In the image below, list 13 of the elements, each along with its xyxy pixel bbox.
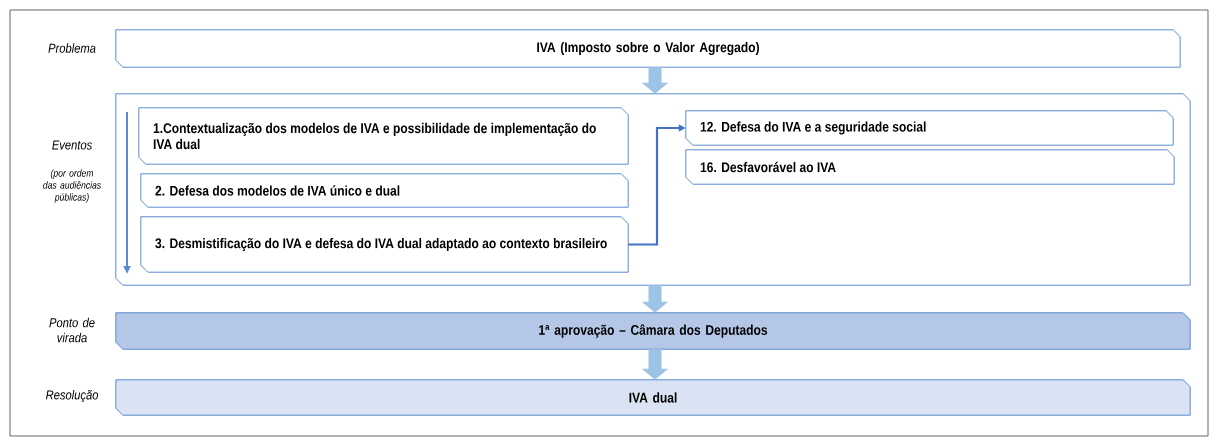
event-box: 16. Desfavorável ao IVA <box>685 149 1175 185</box>
event-box: 3. Desmistificação do IVA e defesa do IVA dual adaptado ao contexto brasileiro <box>140 216 629 273</box>
row-label: Problema <box>48 43 96 53</box>
row-label: Ponto de virada <box>49 317 95 343</box>
event-box: 12. Defesa do IVA e a seguridade social <box>685 110 1174 146</box>
row-label: Eventos <box>52 140 92 150</box>
row-note: (por ordem das audiências públicas) <box>43 169 101 203</box>
problem-box: IVA (Imposto sobre o Valor Agregado) <box>115 29 1181 68</box>
event-box: 1.Contextualização dos modelos de IVA e possibilidade de implementação do IVA dual <box>138 107 629 165</box>
turning-point-box: 1ª aprovação – Câmara dos Deputados <box>115 312 1191 350</box>
resolution-box: IVA dual <box>115 379 1191 416</box>
event-box: 2. Defesa dos modelos de IVA único e dual <box>140 173 629 208</box>
row-label: Resolução <box>45 389 99 403</box>
